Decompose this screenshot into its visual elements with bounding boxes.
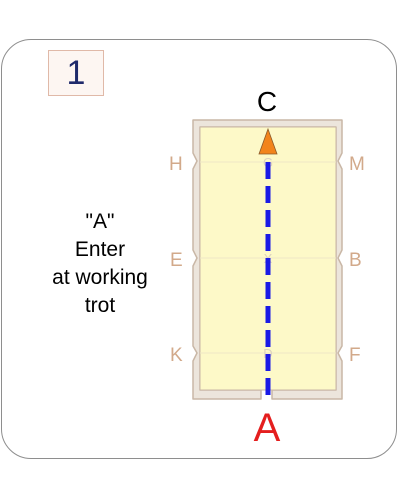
instruction-line-4: trot xyxy=(84,294,116,317)
arena-letter-m: M xyxy=(349,154,365,175)
arena-letter-c: C xyxy=(257,86,277,117)
instruction-line-2: Enter xyxy=(74,238,126,261)
instruction-line-1: "A" xyxy=(85,210,115,233)
arena-letter-e: E xyxy=(170,250,183,271)
movement-instruction: "A" Enter at working trot xyxy=(30,208,170,320)
step-number-badge: 1 xyxy=(48,50,104,96)
arena-letter-b: B xyxy=(349,250,362,271)
arena-letter-a: A xyxy=(254,406,281,450)
arena-letter-k: K xyxy=(170,345,183,366)
step-number: 1 xyxy=(66,53,86,92)
direction-arrow-icon xyxy=(258,127,278,155)
arena-letter-h: H xyxy=(169,154,183,175)
instruction-line-3: at working xyxy=(52,266,148,289)
arena-letter-d: D xyxy=(263,346,272,361)
arena-letter-f: F xyxy=(349,345,361,366)
